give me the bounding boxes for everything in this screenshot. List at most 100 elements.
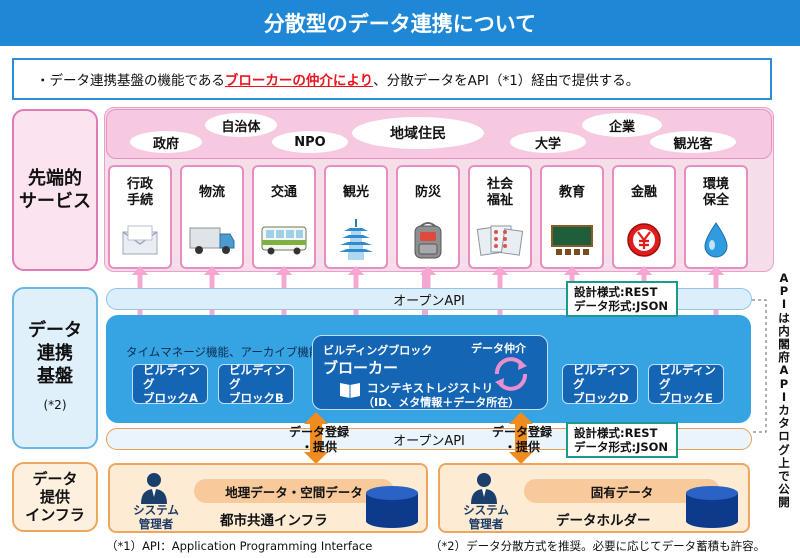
pagoda-icon	[331, 219, 381, 260]
stakeholder-university: 大学	[510, 131, 586, 153]
registry-label: コンテキストレジストリ	[367, 381, 494, 395]
catalog-note-char: グ	[778, 442, 790, 457]
layer-label-platform: データ 連携 基盤 (*2)	[12, 287, 98, 449]
service-label: 防災	[414, 185, 441, 200]
stakeholder-government: 政府	[130, 131, 202, 153]
api-spec-lower: 設計様式:REST データ形式:JSON	[566, 422, 678, 458]
block-d-line1: ビルディング	[573, 363, 630, 391]
service-label: 環境 保全	[702, 177, 729, 208]
catalog-note-char: タ	[778, 416, 790, 431]
service-card-welfare[interactable]: 社会 福祉	[468, 165, 532, 269]
service-card-logistics[interactable]: 物流	[180, 165, 244, 269]
catalog-note-char: は	[778, 310, 790, 325]
building-block-e[interactable]: ビルディングブロックE	[648, 363, 724, 405]
catalog-note-char: 府	[778, 350, 790, 365]
catalog-note-char: 閣	[778, 337, 790, 352]
spec-upper-line2: データ形式:JSON	[574, 299, 669, 313]
block-e-line1: ビルディング	[659, 363, 716, 391]
building-block-a[interactable]: ビルディングブロックA	[132, 363, 208, 405]
block-b-line2: ブロックB	[229, 391, 284, 405]
yen-coin-icon	[619, 220, 669, 260]
registration-left-line1: データ登録	[288, 425, 349, 439]
layer-platform-line1: データ	[28, 320, 82, 341]
layer-services-line1: 先端的	[28, 168, 82, 189]
block-a-line1: ビルディング	[143, 363, 200, 391]
catalog-note-char: 内	[778, 323, 790, 338]
service-label: 観光	[342, 185, 369, 200]
bus-icon	[259, 220, 309, 260]
layer-platform-note: (*2)	[43, 398, 67, 412]
pill-packs-icon	[475, 220, 525, 260]
functions-note: タイムマネージ機能、アーカイブ機能等	[126, 345, 332, 359]
layer-label-services: 先端的 サービス	[12, 109, 98, 271]
capsule-geo-data: 地理データ・空間データ	[194, 479, 394, 503]
service-card-finance[interactable]: 金融	[612, 165, 676, 269]
catalog-note-char: 開	[778, 495, 790, 510]
footnote-api: （*1）API：Application Programming Interfac…	[106, 539, 373, 553]
infra-data-holder: システム 管理者 固有データ データホルダー	[438, 463, 750, 533]
blackboard-icon	[547, 220, 597, 260]
catalog-note-char: ロ	[778, 429, 790, 444]
database-icon	[682, 485, 742, 529]
registration-left: データ登録 ・提供	[284, 425, 354, 455]
stakeholder-companies: 企業	[582, 113, 662, 137]
layer-label-infra: データ 提供 インフラ	[12, 462, 98, 532]
summary-prefix: ・データ連携基盤の機能である	[36, 73, 225, 89]
stakeholder-tourists: 観光客	[650, 131, 736, 153]
envelope-icon	[115, 220, 165, 260]
catalog-note-char: で	[778, 469, 790, 484]
block-a-line2: ブロックA	[143, 391, 198, 405]
book-icon	[339, 380, 361, 398]
registration-right: データ登録 ・提供	[487, 425, 557, 455]
service-label: 行政 手続	[126, 177, 153, 208]
layer-services-line2: サービス	[19, 191, 91, 212]
layer-platform-line2: 連携	[37, 343, 73, 364]
infra-city-common: システム 管理者 地理データ・空間データ 都市共通インフラ	[108, 463, 428, 533]
registry-detail: （ID、メタ情報＋データ所在）	[363, 396, 520, 409]
catalog-note-char: カ	[778, 403, 790, 418]
truck-icon	[187, 220, 237, 260]
database-icon	[362, 485, 422, 529]
block-d-line2: ブロックD	[573, 391, 629, 405]
catalog-note-char: P	[779, 376, 789, 391]
admin-left-line2: 管理者	[138, 517, 174, 531]
block-b-line1: ビルディング	[229, 363, 286, 391]
backpack-icon	[403, 220, 453, 260]
block-e-line2: ブロックE	[659, 391, 713, 405]
summary-box: ・データ連携基盤の機能であるブローカーの仲介により、分散データをAPI（*1）経…	[12, 58, 772, 100]
service-card-admin[interactable]: 行政 手続	[108, 165, 172, 269]
catalog-note-char: A	[779, 363, 789, 378]
broker-name: ブローカー	[323, 359, 399, 377]
layer-infra-line1: データ	[32, 470, 78, 488]
service-label: 社会 福祉	[486, 177, 513, 208]
broker-header: ビルディングブロック	[323, 344, 433, 357]
admin-left-line1: システム	[133, 503, 179, 517]
registration-left-line2: ・提供	[300, 440, 337, 454]
catalog-note-char: P	[779, 284, 789, 299]
service-card-transport[interactable]: 交通	[252, 165, 316, 269]
layer-platform-line3: 基盤	[37, 366, 73, 387]
stakeholder-npo: NPO	[272, 131, 348, 153]
building-block-d[interactable]: ビルディングブロックD	[562, 363, 638, 405]
admin-person-icon	[468, 471, 500, 505]
catalog-note-char: A	[779, 271, 789, 285]
service-label: 交通	[270, 185, 297, 200]
spec-lower-line1: 設計様式:REST	[574, 426, 658, 440]
infra-name-right: データホルダー	[556, 513, 651, 529]
footnote-distributed: （*2）データ分散方式を推奨。必要に応じてデータ蓄積も許容。	[430, 539, 766, 553]
catalog-note-char: 上	[778, 455, 790, 470]
service-card-education[interactable]: 教育	[540, 165, 604, 269]
admin-right-line1: システム	[463, 503, 509, 517]
sync-cycle-icon	[489, 356, 533, 392]
infra-name-left: 都市共通インフラ	[220, 513, 328, 529]
registration-right-line2: ・提供	[503, 440, 540, 454]
page-title: 分散型のデータ連携について	[0, 0, 800, 46]
service-label: 物流	[198, 185, 225, 200]
building-block-b[interactable]: ビルディングブロックB	[218, 363, 294, 405]
broker-block[interactable]: ビルディングブロック ブローカー データ仲介 コンテキストレジストリ （ID、メ…	[312, 335, 548, 410]
catalog-note-char: I	[781, 297, 787, 312]
spec-lower-line2: データ形式:JSON	[574, 440, 669, 454]
catalog-note-char: 公	[778, 482, 790, 497]
admin-label-left: システム 管理者	[126, 503, 186, 531]
